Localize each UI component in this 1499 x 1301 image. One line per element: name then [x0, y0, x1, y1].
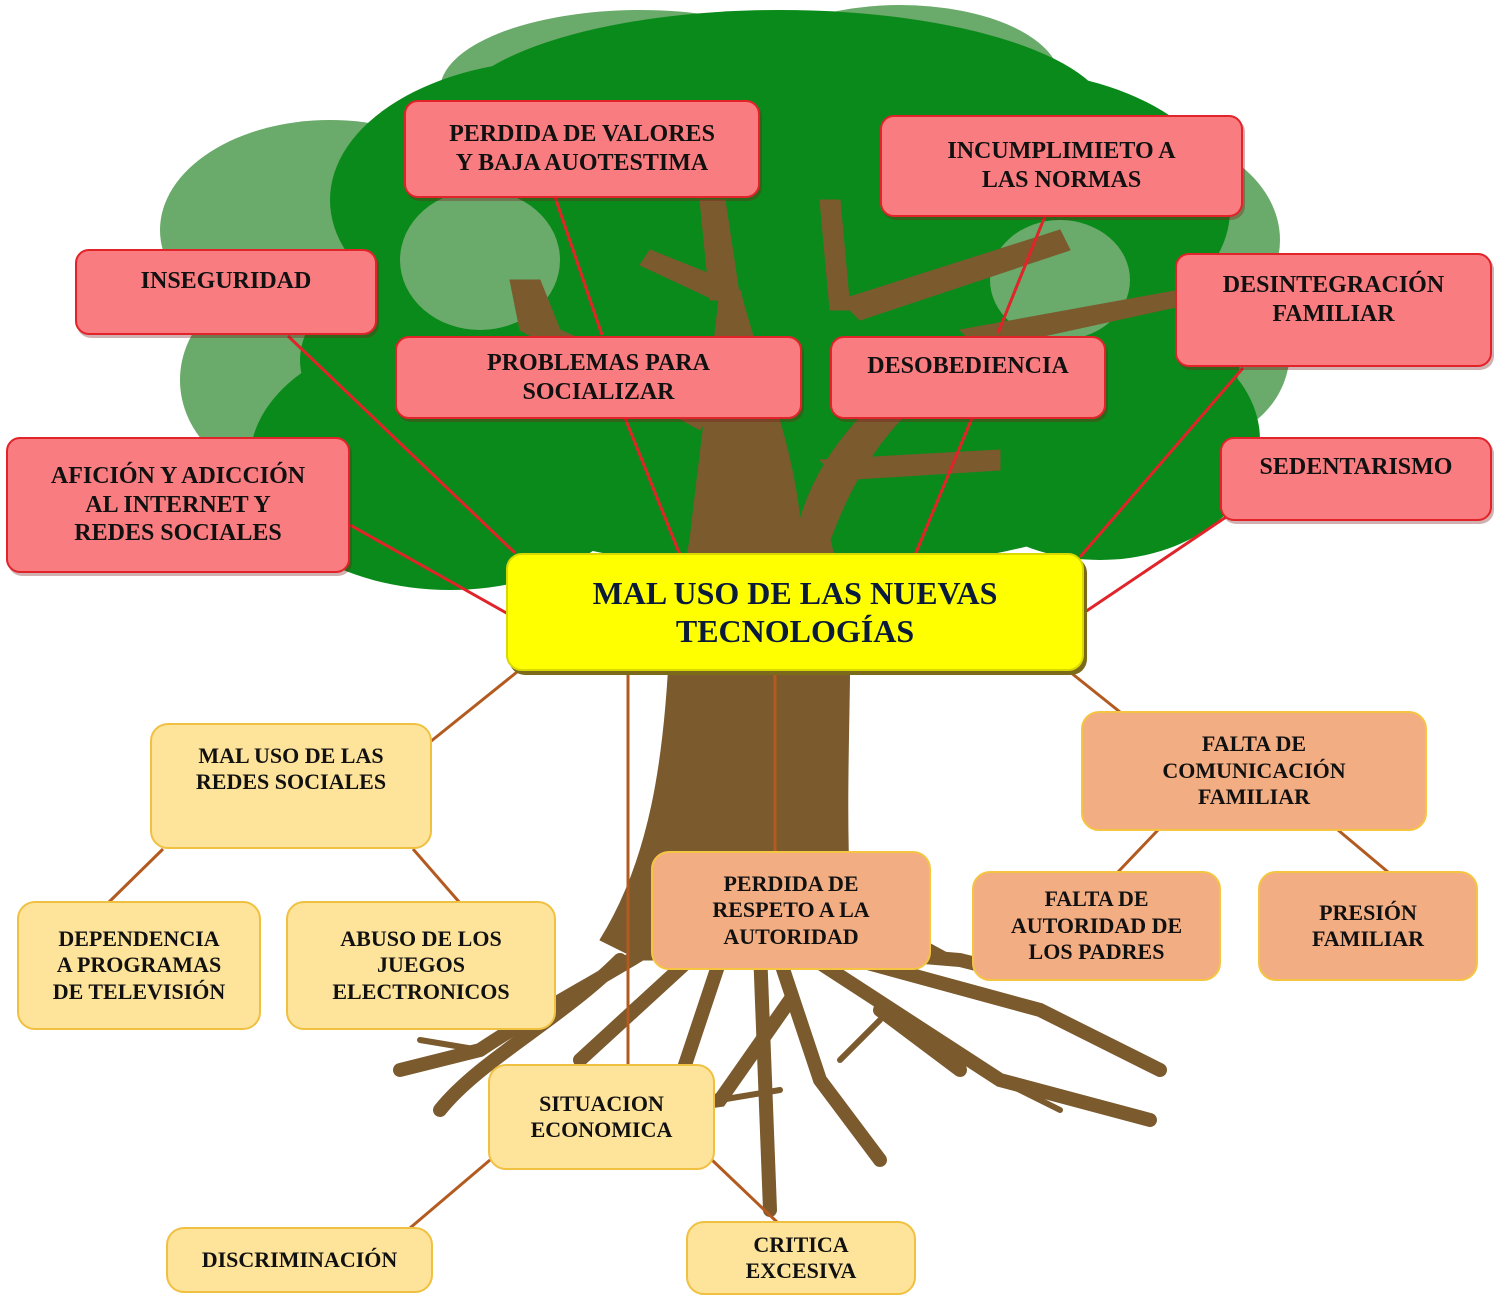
effect-connectors [286, 196, 1245, 617]
effect-sedentarismo: SEDENTARISMO [1220, 437, 1492, 521]
cause-falta-comunicacion: FALTA DE COMUNICACIÓN FAMILIAR [1081, 711, 1427, 831]
roots-thin [417, 1017, 1063, 1113]
cause-critica: CRITICA EXCESIVA [686, 1221, 916, 1295]
cause-mal-uso-redes: MAL USO DE LAS REDES SOCIALES [150, 723, 432, 849]
cause-falta-autoridad: FALTA DE AUTORIDAD DE LOS PADRES [972, 871, 1221, 981]
effect-aficion: AFICIÓN Y ADICCIÓN AL INTERNET Y REDES S… [6, 437, 350, 573]
cause-perdida-respeto: PERDIDA DE RESPETO A LA AUTORIDAD [651, 851, 931, 970]
cause-situacion: SITUACION ECONOMICA [488, 1064, 715, 1170]
effect-incumplimiento: INCUMPLIMIETO A LAS NORMAS [880, 115, 1243, 217]
cause-dependencia: DEPENDENCIA A PROGRAMAS DE TELEVISIÓN [17, 901, 261, 1030]
effect-desobediencia: DESOBEDIENCIA [830, 336, 1106, 419]
effect-desintegracion: DESINTEGRACIÓN FAMILIAR [1175, 253, 1492, 367]
cause-presion: PRESIÓN FAMILIAR [1258, 871, 1478, 981]
central-problem: MAL USO DE LAS NUEVAS TECNOLOGÍAS [506, 553, 1084, 671]
cause-connectors [106, 670, 1389, 1230]
cause-abuso-juegos: ABUSO DE LOS JUEGOS ELECTRONICOS [286, 901, 556, 1030]
cause-discriminacion: DISCRIMINACIÓN [166, 1227, 433, 1293]
effect-inseguridad: INSEGURIDAD [75, 249, 377, 335]
effect-perdida-valores: PERDIDA DE VALORES Y BAJA AUOTESTIMA [404, 100, 760, 198]
effect-problemas-socializar: PROBLEMAS PARA SOCIALIZAR [395, 336, 802, 419]
